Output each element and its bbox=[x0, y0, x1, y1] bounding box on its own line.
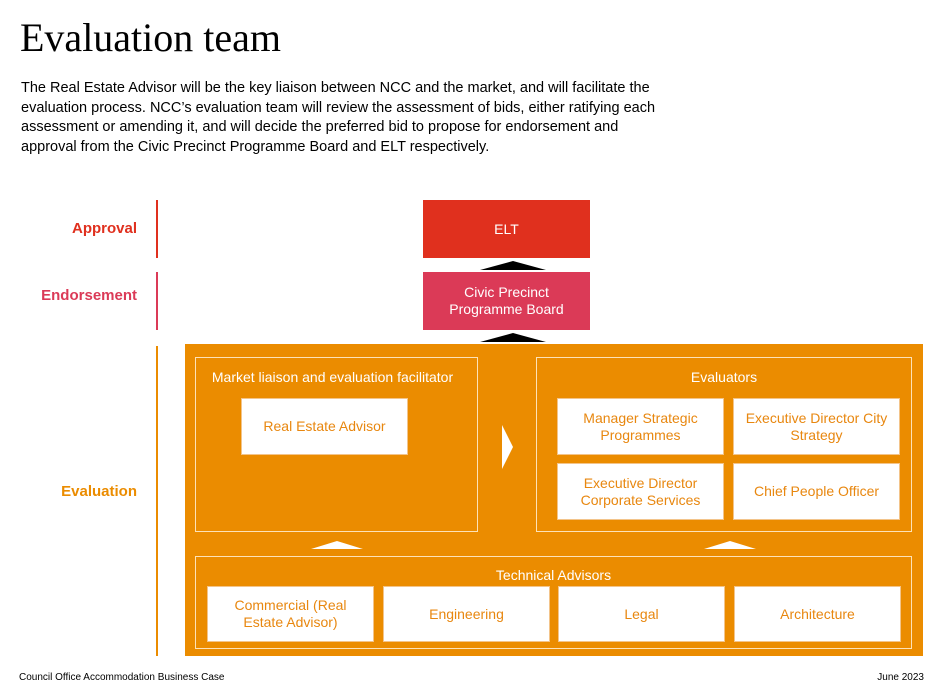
technical-advisor-box: Legal bbox=[558, 586, 725, 642]
stage-bar-approval bbox=[156, 200, 158, 258]
board-label: Civic Precinct Programme Board bbox=[449, 284, 564, 317]
evaluators-panel bbox=[536, 357, 912, 532]
arrow-up-icon bbox=[480, 333, 546, 342]
technical-advisor-box: Commercial (Real Estate Advisor) bbox=[207, 586, 374, 642]
footer-right: June 2023 bbox=[877, 672, 924, 683]
technical-advisor-label: Legal bbox=[624, 605, 659, 622]
real-estate-advisor-box: Real Estate Advisor bbox=[241, 398, 408, 455]
arrow-up-icon bbox=[480, 261, 546, 270]
intro-paragraph: The Real Estate Advisor will be the key … bbox=[21, 80, 656, 155]
technical-advisor-box: Engineering bbox=[383, 586, 550, 642]
liaison-panel-title: Market liaison and evaluation facilitato… bbox=[211, 369, 454, 385]
real-estate-advisor-label: Real Estate Advisor bbox=[263, 418, 386, 434]
liaison-panel bbox=[195, 357, 478, 532]
board-box: Civic Precinct Programme Board bbox=[423, 272, 590, 330]
stage-bar-evaluation bbox=[156, 346, 158, 656]
technical-advisor-label: Engineering bbox=[429, 605, 504, 622]
evaluator-box: Executive Director City Strategy bbox=[733, 398, 900, 455]
evaluator-label: Executive Director City Strategy bbox=[745, 409, 888, 443]
evaluator-label: Executive Director Corporate Services bbox=[580, 474, 701, 508]
stage-bar-endorsement bbox=[156, 272, 158, 330]
page-title: Evaluation team bbox=[20, 15, 282, 60]
elt-box: ELT bbox=[423, 200, 590, 258]
technical-advisor-label: Commercial (Real Estate Advisor) bbox=[234, 597, 347, 630]
evaluator-label: Manager Strategic Programmes bbox=[583, 409, 698, 443]
evaluator-box: Manager Strategic Programmes bbox=[557, 398, 724, 455]
footer-left: Council Office Accommodation Business Ca… bbox=[19, 672, 225, 683]
evaluator-box: Executive Director Corporate Services bbox=[557, 463, 724, 520]
arrow-up-icon bbox=[311, 541, 363, 549]
arrow-up-icon bbox=[704, 541, 756, 549]
stage-label-evaluation: Evaluation bbox=[61, 483, 137, 500]
evaluators-panel-title: Evaluators bbox=[690, 369, 758, 385]
elt-label: ELT bbox=[494, 220, 519, 237]
technical-advisors-panel bbox=[195, 556, 912, 649]
stage-label-approval: Approval bbox=[71, 220, 137, 237]
stage-label-endorsement: Endorsement bbox=[41, 287, 137, 304]
technical-advisor-label: Architecture bbox=[780, 605, 855, 622]
arrow-right-icon bbox=[502, 425, 513, 469]
technical-advisors-title: Technical Advisors bbox=[495, 567, 612, 583]
technical-advisor-box: Architecture bbox=[734, 586, 901, 642]
evaluator-label: Chief People Officer bbox=[753, 483, 880, 499]
evaluator-box: Chief People Officer bbox=[733, 463, 900, 520]
